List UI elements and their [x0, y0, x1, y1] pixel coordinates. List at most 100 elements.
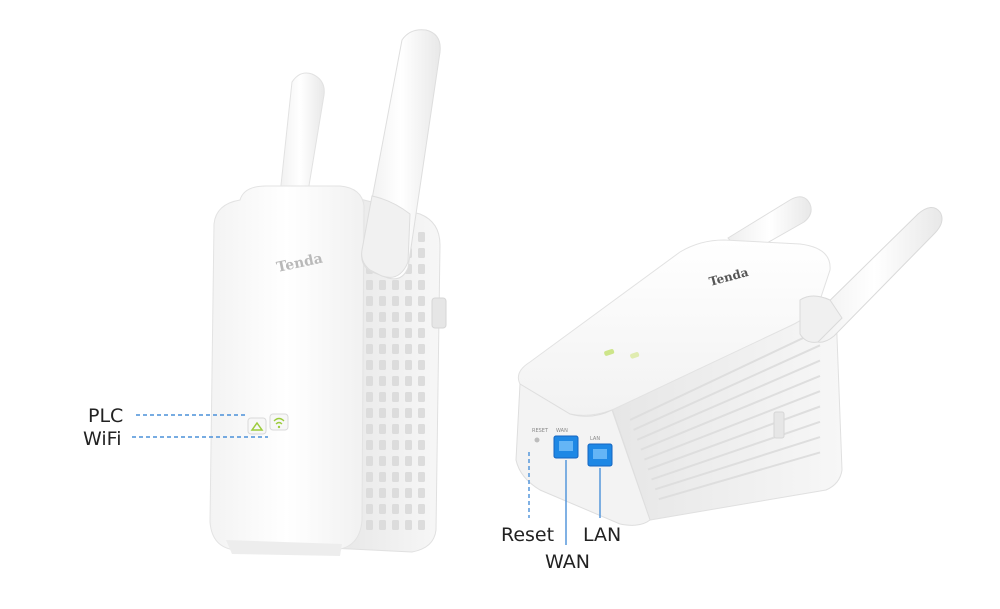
vent-slot [366, 376, 373, 386]
vent-slot [418, 408, 425, 418]
vent-rib [636, 359, 821, 441]
port-face [515, 383, 651, 526]
vent-rib [654, 436, 821, 491]
vent-slot [366, 312, 373, 322]
vent-rib [633, 344, 821, 431]
wifi-callout-label: WiFi [83, 428, 122, 450]
vent-slot [392, 440, 399, 450]
vent-slot [418, 424, 425, 434]
vent-slot [392, 408, 399, 418]
vent-slot [418, 376, 425, 386]
vent-slot [418, 520, 425, 530]
vent-slot [366, 280, 373, 290]
vent-slot [379, 424, 386, 434]
vent-slot [405, 328, 412, 338]
vent-slot [392, 488, 399, 498]
vent-slot [418, 392, 425, 402]
lan-ethernet-port [587, 443, 613, 467]
vent-slot [418, 328, 425, 338]
vent-slot [418, 440, 425, 450]
vent-slot [418, 280, 425, 290]
vent-slot [366, 360, 373, 370]
lan-port-label: LAN [590, 436, 600, 442]
vent-slot [379, 520, 386, 530]
vent-slot [392, 504, 399, 514]
wan-callout-label: WAN [545, 551, 590, 573]
vent-slot [405, 392, 412, 402]
vent-slot [405, 472, 412, 482]
vent-slot [366, 424, 373, 434]
vent-slot [392, 456, 399, 466]
wifi-led-icon [269, 413, 289, 431]
vent-slot [418, 456, 425, 466]
led-indicator-1 [604, 349, 615, 356]
vent-slot [379, 504, 386, 514]
vent-slot [379, 344, 386, 354]
vent-slot [379, 312, 386, 322]
vent-slot [392, 312, 399, 322]
plc-callout-label: PLC [88, 405, 124, 427]
vent-slot [418, 344, 425, 354]
vent-slot [366, 392, 373, 402]
vent-slot [418, 264, 425, 274]
powerline-adapter-back: Tenda RESET WAN LAN [515, 196, 943, 545]
vent-slot [379, 328, 386, 338]
vent-slot [418, 472, 425, 482]
vent-slot [392, 520, 399, 530]
vent-slot [392, 328, 399, 338]
plc-led-icon [247, 417, 267, 435]
vent-slot [405, 376, 412, 386]
vent-slot [366, 472, 373, 482]
powerline-adapter-front: Tenda [132, 29, 447, 556]
vent-slot [405, 344, 412, 354]
vent-slot [366, 344, 373, 354]
vent-slot [366, 328, 373, 338]
vent-slot [366, 488, 373, 498]
vent-slot [405, 280, 412, 290]
reset-port-label: RESET [532, 428, 549, 434]
wan-ethernet-port [553, 435, 579, 459]
vent-slot [379, 280, 386, 290]
vent-slot [405, 360, 412, 370]
wan-port-label: WAN [556, 428, 568, 434]
vent-rib [651, 420, 821, 481]
vent-slot [405, 312, 412, 322]
vent-slot [379, 472, 386, 482]
vent-slot [418, 360, 425, 370]
vent-rib [658, 451, 821, 501]
lan-callout-label: LAN [583, 524, 622, 546]
vent-slot [379, 360, 386, 370]
top-face [517, 239, 831, 416]
vent-slot [405, 504, 412, 514]
led-indicator-2 [630, 352, 640, 359]
vent-slot [392, 344, 399, 354]
vent-slot [418, 248, 425, 258]
vent-slot [392, 360, 399, 370]
front-face [209, 185, 365, 551]
vent-slot [392, 280, 399, 290]
plug-prong [431, 297, 447, 329]
vent-slot [366, 296, 373, 306]
vent-slot [366, 408, 373, 418]
vent-rib [644, 390, 821, 461]
vent-slot [366, 520, 373, 530]
side-vents-2 [629, 329, 821, 501]
vent-slot [379, 296, 386, 306]
vent-slot [392, 296, 399, 306]
vent-slot [379, 488, 386, 498]
vent-slot [418, 488, 425, 498]
vent-rib [629, 329, 821, 421]
vent-slot [405, 296, 412, 306]
vent-slot [392, 472, 399, 482]
vent-slot [405, 488, 412, 498]
vent-slot [405, 520, 412, 530]
vent-slot [392, 424, 399, 434]
vent-slot [366, 440, 373, 450]
vent-slot [379, 376, 386, 386]
vent-slot [366, 504, 373, 514]
vent-slot [379, 440, 386, 450]
vent-slot [405, 424, 412, 434]
reset-callout-label: Reset [501, 524, 555, 546]
vent-rib [640, 374, 821, 451]
vent-slot [379, 408, 386, 418]
